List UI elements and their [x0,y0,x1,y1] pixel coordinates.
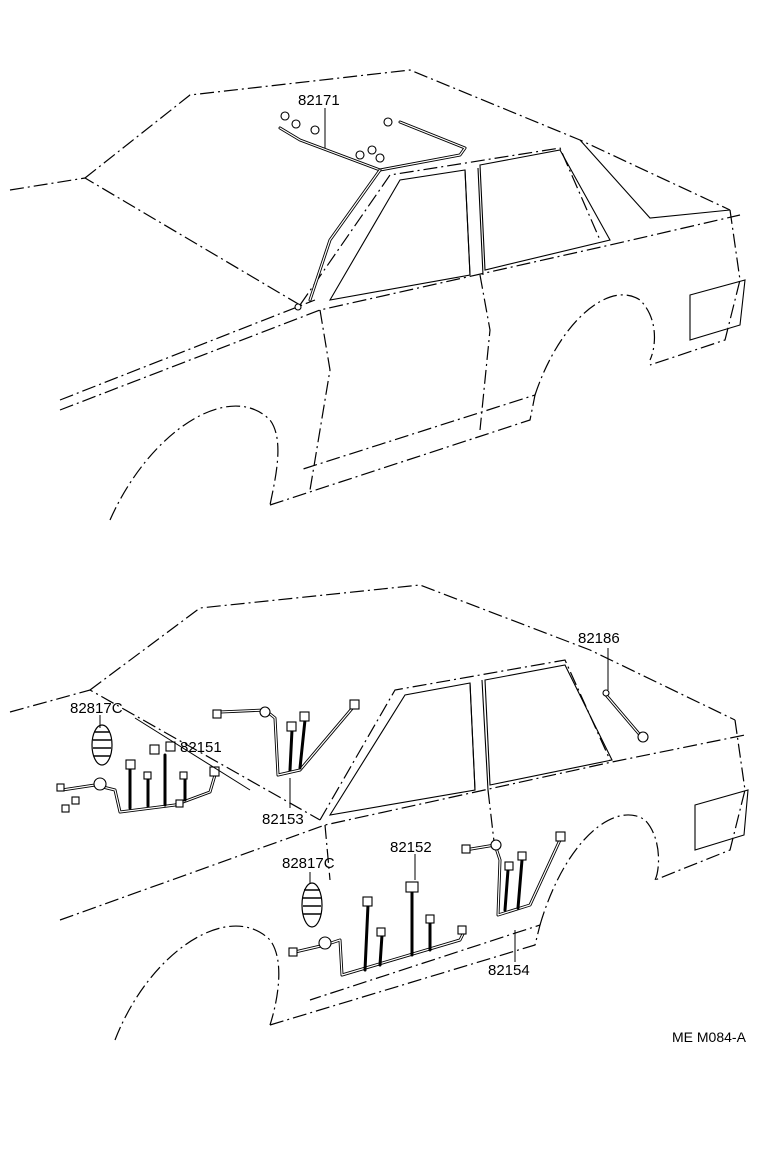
harness-82151 [56,741,220,814]
roof-harness-82171 [278,111,467,311]
bottom-roof-outline [89,584,736,721]
grommet-82817c-lower [301,882,323,928]
bottom-windshield-edge [319,659,611,821]
top-tail-lamp [689,279,746,341]
grommet-82817c-upper [91,724,113,766]
top-windshield-edge [299,147,601,306]
top-rear-end [649,209,741,366]
leader-82151 [134,717,251,791]
top-rear-wheel-arch [534,294,656,396]
bottom-rocker [269,924,541,1026]
top-body-side [59,214,741,411]
top-b-pillar [464,167,484,276]
harness-82154 [461,831,566,917]
part-label-82817c-upper: 82817C [70,700,123,717]
part-label-82186: 82186 [578,630,620,647]
bottom-door-cut [324,789,496,881]
part-label-82153: 82153 [262,811,304,828]
part-label-82151: 82151 [180,739,222,756]
bottom-b-pillar [469,679,489,791]
harness-82153 [212,699,360,777]
top-roof-outline [84,69,731,211]
harness-82186 [602,689,649,743]
part-label-82154: 82154 [488,962,530,979]
top-hood-line [9,177,301,306]
top-front-wheel-arch [109,405,279,521]
bottom-body-side [59,734,746,921]
bottom-car-view [9,584,749,1041]
top-door-cut [309,274,491,491]
part-label-82152: 82152 [390,839,432,856]
bottom-hood-line [9,689,321,821]
part-label-82171: 82171 [298,92,340,109]
top-body-beltline [59,299,316,401]
top-car-view [9,69,746,521]
bottom-tail-lamp [694,789,749,851]
bottom-rear-end [654,719,746,881]
harness-82152 [288,881,467,977]
bottom-rear-wheel-arch [539,814,660,926]
top-rear-window [479,149,611,271]
top-trunk-line [579,139,731,219]
figure-code: ME M084-A [672,1029,747,1045]
bottom-front-wheel-arch [114,925,280,1041]
bottom-rear-window [484,664,613,786]
part-label-82817c-lower: 82817C [282,855,335,872]
